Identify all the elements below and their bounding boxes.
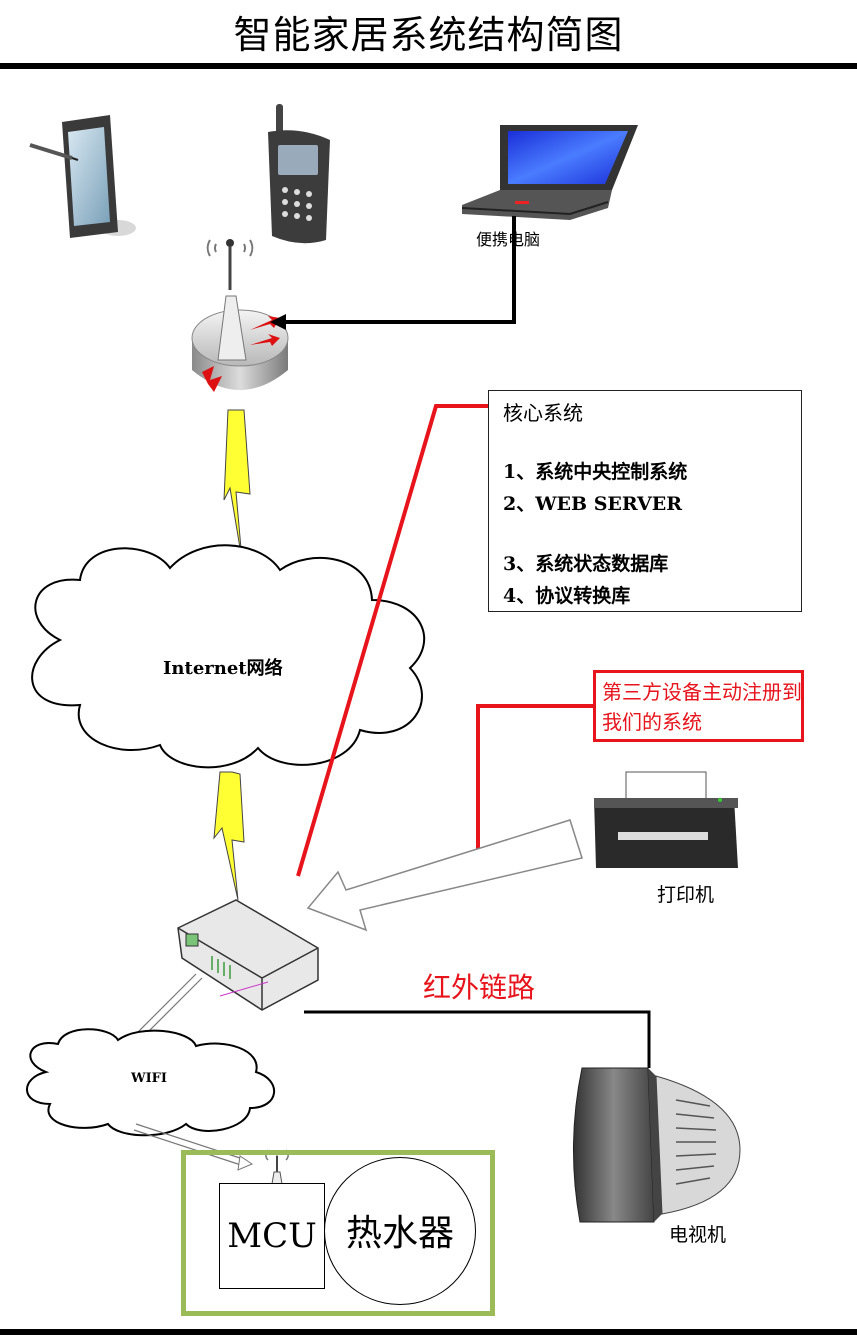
- internet-label: Internet网络: [163, 658, 283, 679]
- wifi-label: WIFI: [131, 1071, 167, 1086]
- wifi-cloud: [26, 1028, 275, 1137]
- lightning-upper: [223, 409, 251, 561]
- infrared-link-label: 红外链路: [423, 971, 536, 1004]
- core-system-red-link: [296, 404, 488, 877]
- lightning-lower: [213, 771, 245, 901]
- laptop-label: 便携电脑: [476, 230, 541, 249]
- tablet-icon: [29, 115, 136, 238]
- water-heater-unit: [181, 1150, 495, 1316]
- core-system-panel: 核心系统 1、系统中央控制系统 2、WEB SERVER 3、系统状态数据库 4…: [488, 390, 802, 612]
- water-heater-circle: 热水器: [324, 1157, 476, 1305]
- router-icon: [191, 239, 289, 392]
- tv-icon: [572, 1067, 741, 1223]
- core-system-item-1: 1、系统中央控制系统: [503, 461, 688, 483]
- registration-red-link: [476, 704, 593, 850]
- page-title: 智能家居系统结构简图: [233, 13, 624, 57]
- laptop-router-arrowhead: [270, 314, 286, 330]
- core-system-title: 核心系统: [503, 401, 583, 425]
- core-system-item-4: 4、协议转换库: [503, 585, 631, 607]
- header-rule: [0, 63, 857, 69]
- water-heater-label: 热水器: [345, 1213, 454, 1254]
- footer-rule: [0, 1329, 857, 1335]
- mcu-label: MCU: [227, 1216, 317, 1256]
- core-system-item-2: 2、WEB SERVER: [503, 493, 683, 515]
- gateway-device-icon: [177, 899, 319, 1011]
- printer-icon: [594, 771, 738, 868]
- printer-label: 打印机: [657, 884, 715, 906]
- mobile-phone-icon: [268, 104, 330, 244]
- laptop-router-link: [280, 216, 516, 324]
- laptop-icon: [461, 125, 638, 220]
- gateway-tv-link: [304, 1010, 651, 1068]
- core-system-item-3: 3、系统状态数据库: [503, 553, 669, 575]
- internet-cloud: [31, 544, 426, 769]
- printer-gateway-arrow: [306, 819, 583, 932]
- mcu-block: MCU: [219, 1183, 325, 1289]
- registration-note-box: 第三方设备主动注册到我们的系统: [593, 670, 804, 742]
- tv-label: 电视机: [669, 1224, 727, 1246]
- registration-note-text: 第三方设备主动注册到我们的系统: [602, 680, 802, 734]
